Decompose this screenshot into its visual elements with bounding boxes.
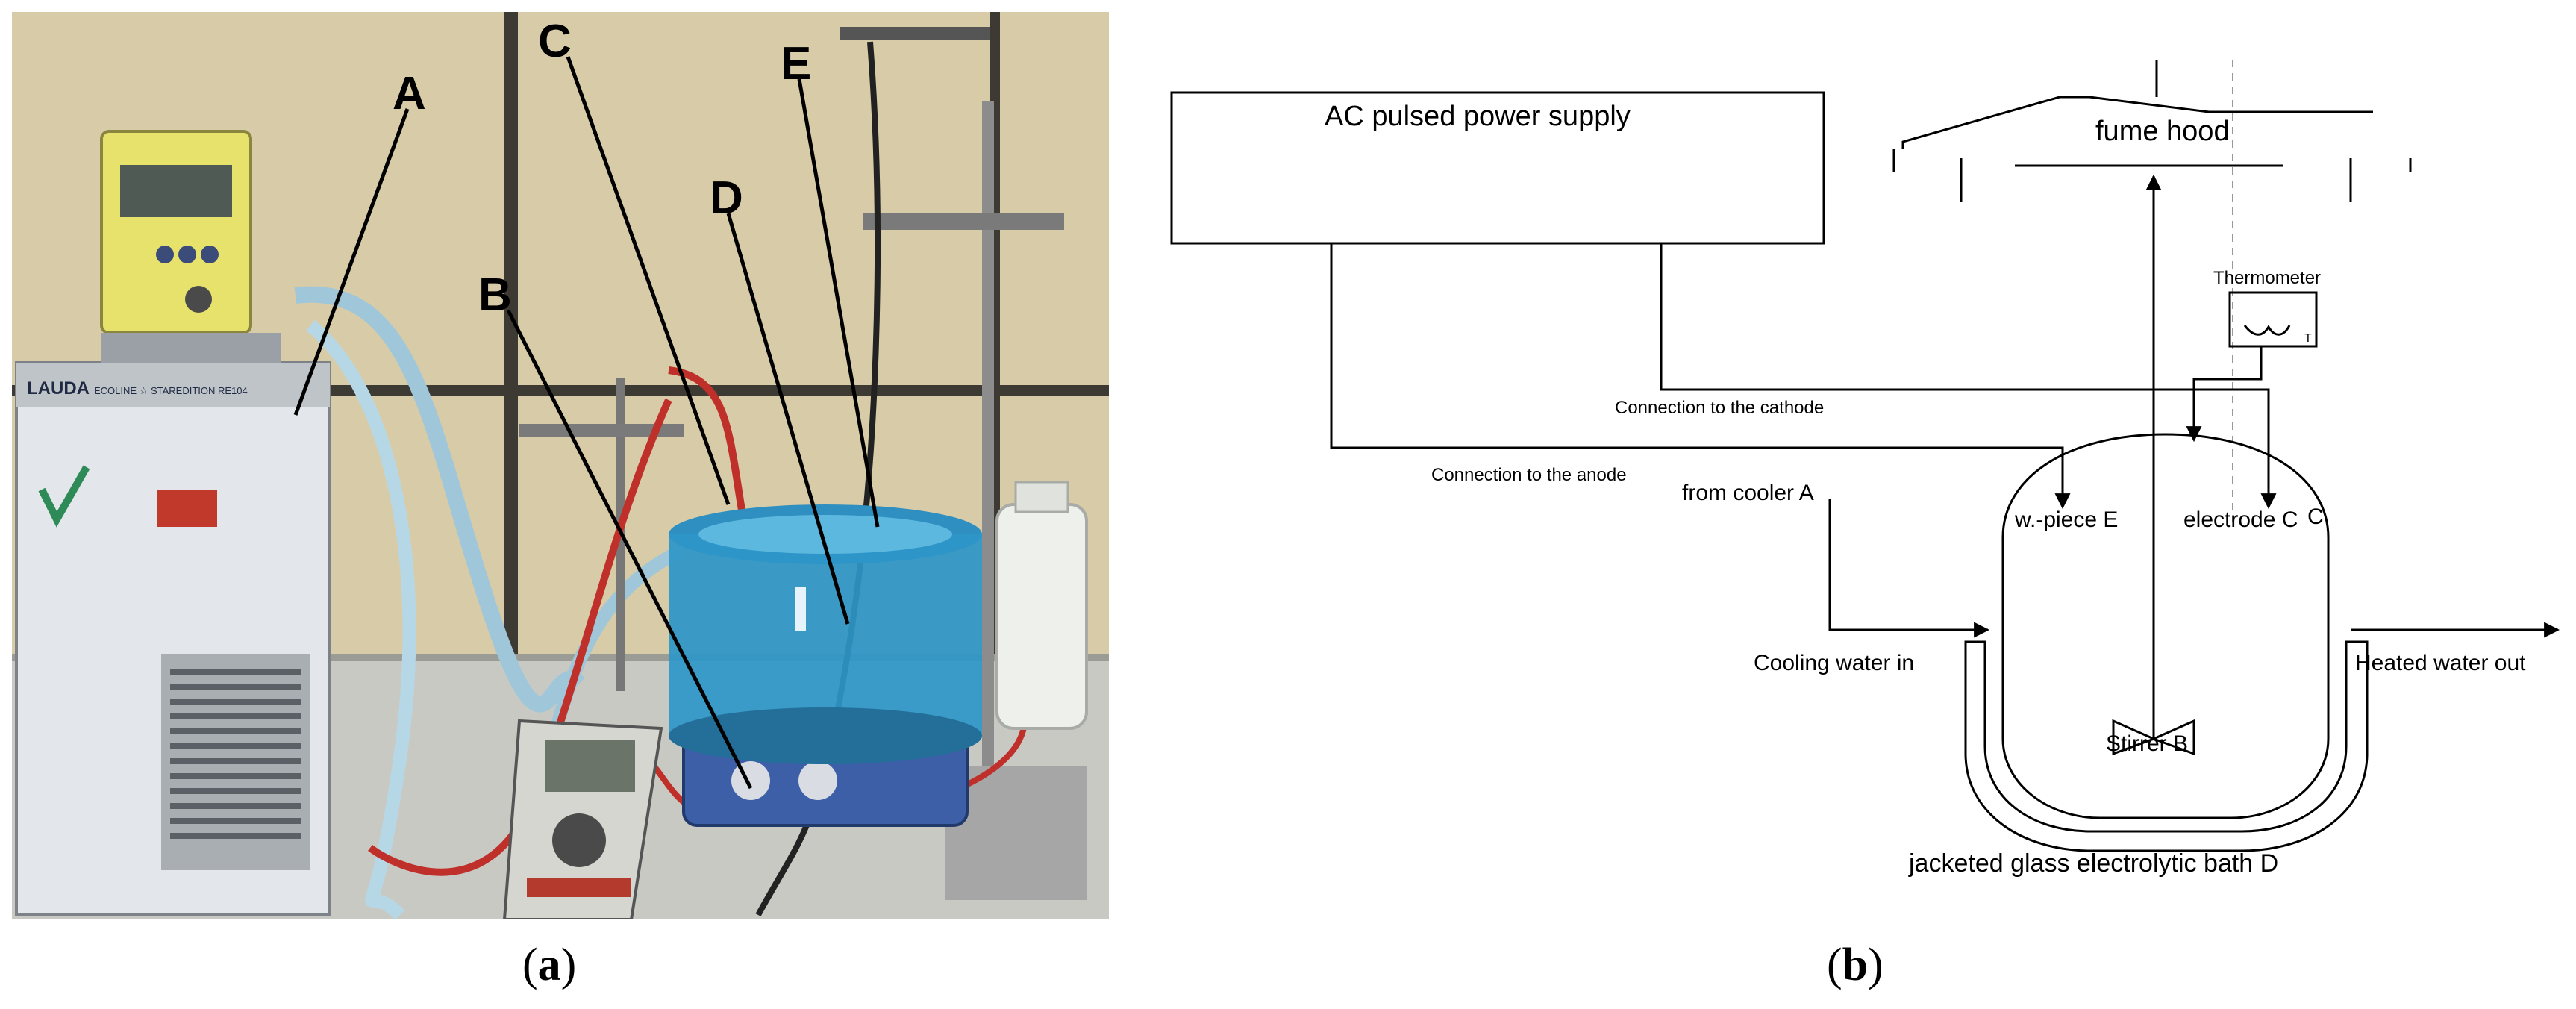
cathode-wire (1660, 243, 2277, 510)
thermometer-mark: T (2304, 332, 2312, 345)
caption-letter: a (537, 940, 561, 990)
stirrer-label: Stirrer B (2106, 731, 2188, 756)
caption-close: ) (560, 940, 577, 990)
reactor-inner (2001, 433, 2330, 819)
lab-setup-photo: LAUDA ECOLINE ☆ STAREDITION RE104 (12, 12, 1109, 919)
reactor-jacket (1964, 640, 2369, 852)
coolant-hose (306, 319, 416, 919)
power-supply-label: AC pulsed power supply (1325, 101, 1631, 132)
wall-panel-seam (504, 12, 518, 669)
clamp-arm (863, 213, 1064, 230)
stirrer-blade (2112, 719, 2157, 756)
lauda-cooler: LAUDA ECOLINE ☆ STAREDITION RE104 (15, 361, 331, 916)
fume-hood-label: fume hood (2095, 116, 2230, 147)
electrode-extra-label: C (2307, 504, 2324, 529)
coolant-hose (294, 286, 585, 713)
electrode-label: electrode C (2183, 507, 2298, 532)
caption-b: (b) (1827, 939, 1883, 992)
cooler-vent-grille (170, 669, 301, 839)
thermometer-box (2228, 291, 2318, 348)
bath-label: jacketed glass electrolytic bath D (1908, 849, 2278, 878)
cooling-water-in-line (1828, 499, 1990, 638)
power-supply-box (1170, 91, 1825, 245)
label-C: C (538, 16, 572, 67)
clamp-arm-left (519, 424, 684, 437)
label-B: B (478, 269, 512, 321)
cooler-model: ECOLINE ☆ STAREDITION RE104 (94, 385, 248, 396)
retort-stand-rod (982, 101, 994, 766)
anode-wire (1330, 243, 2071, 510)
thermometer-wire (2186, 346, 2263, 443)
check-logo (38, 465, 90, 528)
callout-lines (293, 56, 880, 790)
water-bottle (995, 481, 1088, 730)
from-cooler-label: from cooler A (1682, 481, 1814, 505)
heated-out-label: Heated water out (2355, 651, 2526, 675)
caption-open: ( (1827, 940, 1842, 990)
cooler-controller (100, 130, 281, 363)
label-D: D (710, 172, 743, 224)
red-wire (668, 366, 747, 520)
cooler-label-plate (157, 490, 217, 527)
multimeter (502, 719, 663, 919)
bench-edge (12, 654, 1109, 661)
cooler-brand: LAUDA (27, 378, 90, 399)
label-E: E (781, 38, 811, 90)
jacketed-beaker (669, 504, 982, 764)
cathode-connection-label: Connection to the cathode (1615, 398, 1824, 418)
stirrer-blade (2151, 719, 2195, 756)
caption-open: ( (522, 940, 538, 990)
caption-a: (a) (522, 939, 576, 992)
clamp-arm (840, 27, 990, 40)
caption-letter: b (1842, 940, 1869, 990)
process-schematic: AC pulsed power supply fume hood Thermom… (1170, 60, 2560, 878)
caption-close: ) (1868, 940, 1883, 990)
cooling-in-label: Cooling water in (1754, 651, 1914, 675)
workpiece-label: w.-piece E (2014, 507, 2118, 532)
thermometer-label: Thermometer (2213, 268, 2321, 288)
fume-hood-outline (1901, 96, 2373, 149)
thermometer-wave (2243, 324, 2291, 336)
label-A: A (393, 68, 426, 119)
anode-connection-label: Connection to the anode (1431, 465, 1627, 485)
